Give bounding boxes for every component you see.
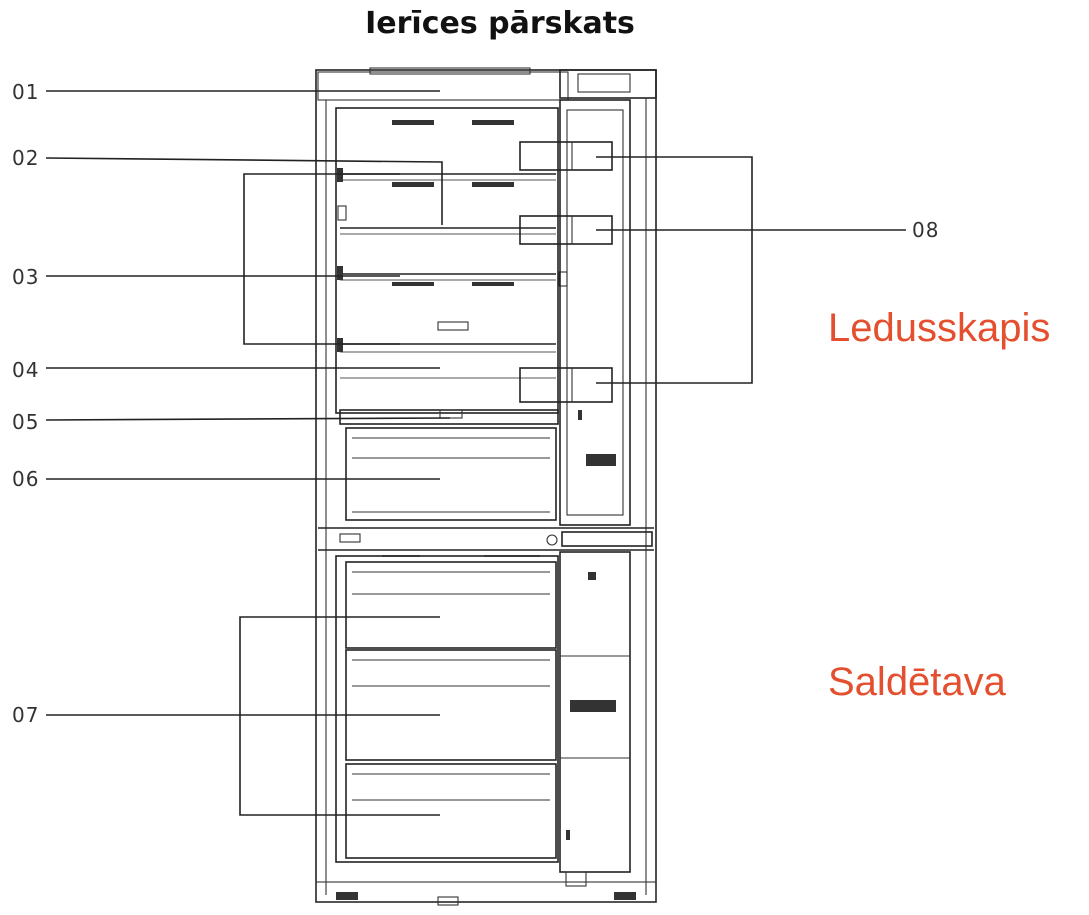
hinge-block bbox=[577, 73, 631, 93]
door-logo bbox=[586, 454, 616, 466]
light-strip-left bbox=[392, 120, 434, 125]
door-frame bbox=[559, 99, 631, 526]
callout-label-02: 02 bbox=[12, 146, 40, 170]
callout-label-01: 01 bbox=[12, 80, 40, 104]
crisper-area bbox=[339, 409, 559, 521]
door-bin-3 bbox=[519, 367, 613, 403]
crisper-cover bbox=[339, 409, 559, 425]
top-hinge bbox=[559, 69, 657, 99]
freezer-cavity bbox=[335, 555, 559, 863]
door-bin-1 bbox=[519, 141, 613, 171]
fridge-compartment bbox=[335, 107, 568, 414]
fridge-door bbox=[519, 99, 631, 526]
light-strip-right bbox=[472, 120, 514, 125]
freezer-door-logo bbox=[570, 700, 616, 712]
page-title: Ierīces pārskats bbox=[365, 6, 635, 41]
callout-label-08: 08 bbox=[912, 218, 940, 242]
foot-left bbox=[336, 892, 358, 900]
bracket-03 bbox=[243, 173, 400, 345]
zone-label-fridge: Ledusskapis bbox=[828, 306, 1051, 350]
freezer-drawer-3 bbox=[345, 763, 557, 859]
cabinet-body bbox=[315, 69, 657, 903]
callout-label-03: 03 bbox=[12, 265, 40, 289]
callout-label-05: 05 bbox=[12, 410, 40, 434]
fridge-cavity bbox=[335, 107, 559, 414]
top-vent bbox=[369, 67, 531, 75]
callout-label-04: 04 bbox=[12, 358, 40, 382]
top-cover bbox=[317, 71, 569, 101]
base-plinth bbox=[315, 881, 657, 903]
foot-right bbox=[614, 892, 636, 900]
crisper-drawer bbox=[345, 427, 557, 521]
leader-02 bbox=[45, 157, 443, 225]
freezer-drawer-1 bbox=[345, 561, 557, 649]
middle-hinge bbox=[561, 531, 653, 547]
callout-label-07: 07 bbox=[12, 703, 40, 727]
callout-label-06: 06 bbox=[12, 467, 40, 491]
freezer-compartment bbox=[335, 551, 631, 887]
appliance-outline bbox=[315, 67, 657, 906]
freezer-door bbox=[559, 551, 631, 873]
shelf-clip bbox=[437, 321, 469, 331]
bracket-08 bbox=[596, 156, 753, 384]
bracket-07 bbox=[239, 616, 440, 816]
leader-lines bbox=[45, 90, 906, 816]
door-inner bbox=[566, 109, 624, 516]
leader-05 bbox=[45, 417, 451, 421]
base-vent bbox=[437, 896, 459, 906]
zone-label-freezer: Saldētava bbox=[828, 660, 1006, 704]
freezer-drawer-2 bbox=[345, 649, 557, 761]
